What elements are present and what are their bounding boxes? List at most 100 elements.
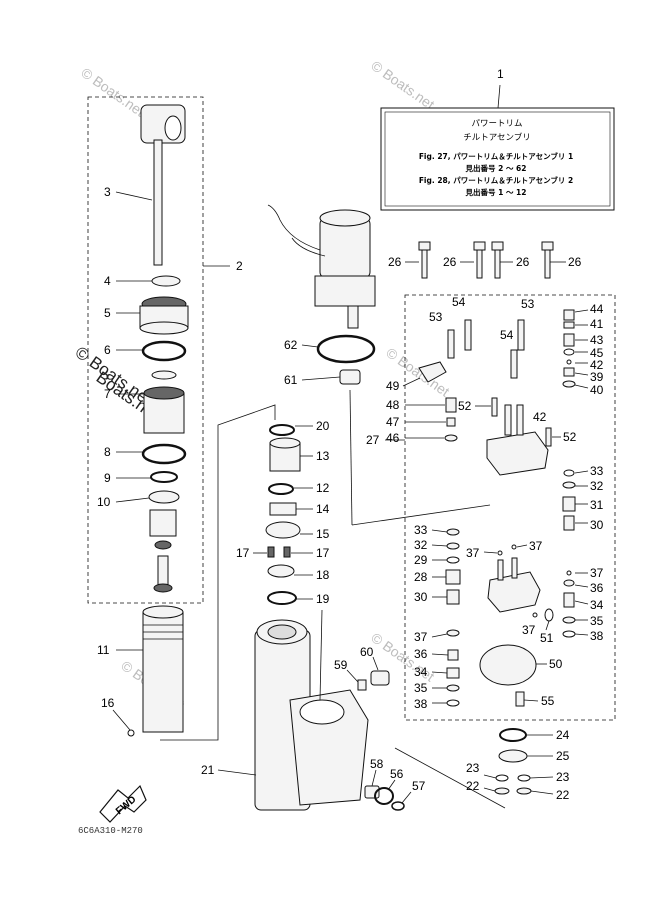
info-line-6: 見出番号 1 ～ 12 [465, 187, 527, 197]
callout-10: 10 [97, 495, 111, 509]
part-20 [269, 424, 295, 436]
callout-59: 59 [334, 658, 348, 672]
callout-37c: 37 [414, 630, 428, 644]
part-16-ball [127, 729, 135, 737]
part-22b [516, 787, 532, 795]
part-59 [357, 679, 367, 691]
leader-49 [402, 377, 421, 387]
callout-37d: 37 [522, 623, 536, 637]
part-33a [563, 469, 575, 477]
watermark-top-right: © Boats.net [368, 57, 437, 112]
callout-62: 62 [284, 338, 298, 352]
group-27-box [404, 294, 616, 721]
callout-54b: 54 [500, 328, 514, 342]
part-38a [446, 699, 460, 707]
leader-44 [574, 309, 589, 313]
middle-valve-block [487, 544, 554, 622]
callout-37e: 37 [590, 566, 604, 580]
part-11-top [142, 605, 184, 619]
part-bolt [157, 555, 169, 589]
right-stack-upper [562, 309, 576, 531]
leader-22a [483, 787, 496, 792]
callout-37b: 37 [529, 539, 543, 553]
callout-29: 29 [414, 553, 428, 567]
info-line-3: Fig. 27, パワートリム＆チルトアセンブリ 1 [419, 151, 573, 161]
callout-53a: 53 [429, 310, 443, 324]
leader-36a [431, 653, 449, 656]
part-11-cylinder [142, 605, 184, 733]
part-valve [149, 509, 177, 537]
callout-30b: 30 [414, 590, 428, 604]
callout-27: 27 [366, 433, 380, 447]
callout-37a: 37 [466, 546, 480, 560]
motor-body [319, 217, 371, 279]
left-column-parts [139, 104, 189, 593]
part-10 [148, 490, 180, 504]
part-15 [265, 521, 301, 539]
motor-shaft [347, 305, 359, 329]
callout-11: 11 [97, 643, 110, 657]
bolt-26-c [494, 247, 501, 279]
part-32a [562, 481, 576, 489]
fwd-indicator: FWD [99, 784, 147, 823]
leader-37b [516, 544, 528, 548]
leader-34b [574, 600, 589, 605]
callout-17a: 17 [236, 546, 250, 560]
part-11-body [142, 611, 184, 733]
info-line-4: 見出番号 2 ～ 62 [465, 163, 527, 173]
callout-58: 58 [370, 757, 384, 771]
callout-26c: 26 [516, 255, 530, 269]
part-36b [563, 579, 575, 587]
callout-32a: 32 [590, 479, 604, 493]
callout-61: 61 [284, 373, 298, 387]
part-7-top [151, 370, 177, 380]
callout-34b: 34 [590, 598, 604, 612]
callout-43: 43 [590, 333, 604, 347]
part-4 [151, 275, 181, 287]
leader-60 [372, 656, 379, 671]
callout-49: 49 [386, 379, 400, 393]
info-box-frame [380, 107, 615, 211]
info-box: 1 パワートリム チルトアセンブリ Fig. 27, パワートリム＆チルトアセン… [380, 67, 615, 211]
callout-24: 24 [556, 728, 570, 742]
callout-26d: 26 [568, 255, 582, 269]
part-55 [515, 691, 525, 707]
watermark-top-left: © Boats.net [78, 64, 147, 119]
part-19 [267, 591, 297, 605]
callout-20: 20 [316, 419, 330, 433]
connector-61 [349, 389, 353, 526]
leader-59 [346, 669, 359, 683]
leader-34a [431, 671, 448, 674]
leader-22b [530, 790, 554, 795]
part-8 [141, 443, 187, 465]
part-49 [418, 361, 447, 383]
callout-13: 13 [316, 449, 330, 463]
part-52-b [545, 427, 552, 447]
part-37a [497, 550, 503, 556]
callout-46: 46 [386, 431, 400, 445]
part-23a [495, 774, 509, 782]
part-3-head-hole [164, 115, 182, 141]
upper-valve-block [418, 319, 552, 476]
part-52-a [491, 397, 498, 417]
callout-50: 50 [549, 657, 563, 671]
part-28 [445, 569, 461, 585]
callout-40: 40 [590, 383, 604, 397]
part-43 [563, 333, 575, 347]
callout-34a: 34 [414, 665, 428, 679]
motor-wire-2 [291, 237, 326, 257]
callout-45: 45 [590, 346, 604, 360]
leader-36b [574, 584, 589, 588]
callout-22b: 22 [556, 788, 570, 802]
middle-block-pin-a [497, 559, 504, 581]
leader-21 [217, 769, 257, 776]
callout-28: 28 [414, 570, 428, 584]
callout-5: 5 [104, 306, 111, 320]
part-23b [517, 774, 531, 782]
part-44 [563, 309, 575, 321]
callout-14: 14 [316, 502, 330, 516]
part-50 [479, 644, 537, 686]
leader-58 [371, 769, 377, 787]
callout-12: 12 [316, 481, 330, 495]
